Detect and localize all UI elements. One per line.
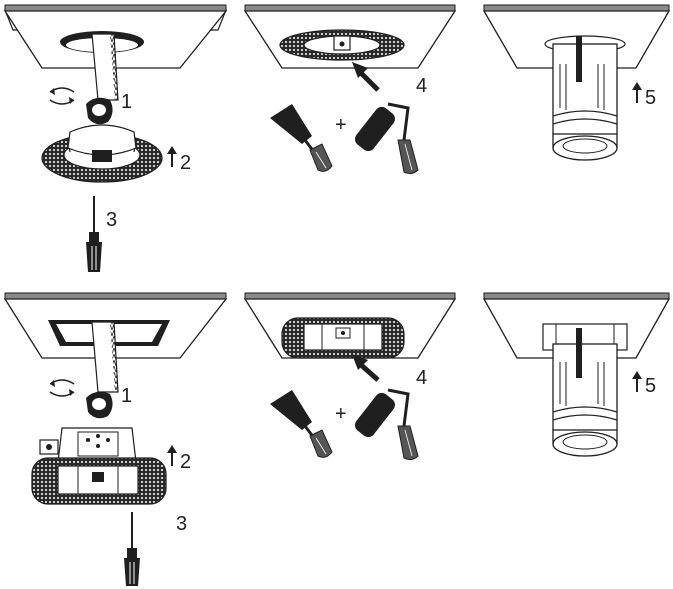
up-arrow-icon [632,371,642,392]
saw-blade-icon [91,321,119,393]
plus-sign: + [335,403,347,425]
up-arrow-icon [167,445,177,466]
saw-handle [86,391,113,419]
step-label: 1 [121,385,132,407]
screwdriver-icon [124,512,140,586]
panel-square-cutout: 1 2 3 [3,292,228,586]
junction-box [39,427,137,463]
panel-round-insert: 5 [482,4,671,161]
paint-roller-icon [354,388,419,461]
step-label: 5 [645,87,656,109]
step-label: 4 [416,75,427,97]
putty-knife-icon [270,104,333,172]
step-label: 3 [176,513,187,535]
light-module [552,328,618,457]
panel-square-insert: 5 [482,292,671,457]
step-label: 2 [180,152,191,174]
up-arrow-icon [632,82,642,103]
panel-square-finish: 4 + [243,292,457,461]
panel-round-cutout: 1 2 3 [3,4,228,272]
paint-roller-icon [354,102,419,175]
step-label: 4 [416,367,427,389]
putty-knife-icon [270,390,333,458]
panel-round-finish: 4 + [243,4,457,175]
screwdriver-icon [86,196,102,272]
step-label: 3 [106,209,117,231]
plaster-frame [281,317,405,359]
pointer-arrow-icon [352,62,380,92]
rotate-arrow-icon [49,379,75,397]
plaster-ring [279,29,405,61]
trim-ring [41,124,163,183]
pointer-arrow-icon [352,354,380,382]
rotate-arrow-icon [49,87,75,105]
step-label: 5 [645,375,656,397]
step-label: 2 [180,451,191,473]
square-trim-frame [31,457,167,505]
light-module [552,36,618,161]
step-label: 1 [121,91,132,113]
up-arrow-icon [167,146,177,167]
saw-blade-icon [91,33,119,101]
plus-sign: + [335,114,347,136]
saw-handle [86,97,113,125]
